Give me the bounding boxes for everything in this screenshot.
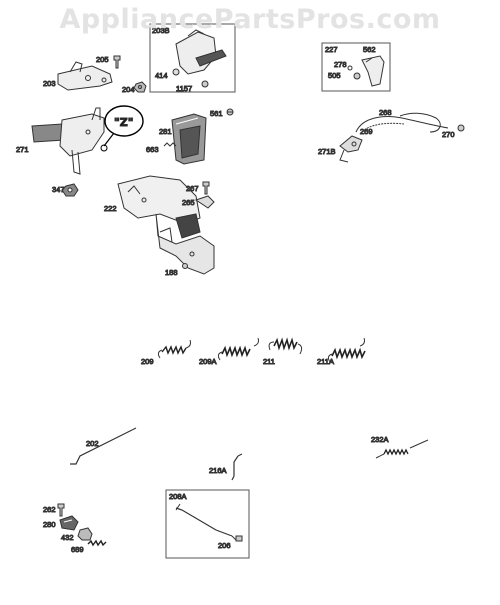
label-280: 280 [43, 520, 56, 529]
label-203: 203 [43, 79, 56, 88]
label-281: 281 [159, 127, 172, 136]
part-216A-link[interactable] [231, 453, 243, 481]
label-204: 204 [122, 85, 135, 94]
part-206-screw[interactable] [235, 535, 243, 542]
label-268: 268 [379, 108, 392, 117]
part-204-nut[interactable] [133, 81, 147, 93]
z-callout [100, 105, 144, 152]
part-281-bracket[interactable] [171, 113, 207, 165]
part-203-bracket[interactable] [57, 61, 113, 91]
part-211A-spring[interactable] [327, 337, 366, 363]
label-209: 209 [141, 357, 154, 366]
part-209-spring[interactable] [157, 339, 191, 359]
label-188: 188 [165, 268, 178, 277]
label-265: 265 [182, 198, 195, 207]
part-268-cable[interactable] [355, 112, 449, 135]
part-561-screw[interactable] [226, 108, 234, 116]
label-232A: 232A [371, 435, 389, 444]
part-188-screw[interactable] [182, 263, 188, 269]
label-222: 222 [104, 204, 117, 213]
part-280-clip[interactable] [59, 515, 79, 531]
z-label: "Z" [114, 116, 133, 129]
label-269: 269 [360, 127, 373, 136]
label-271: 271 [16, 145, 29, 154]
label-267: 267 [186, 184, 199, 193]
watermark: AppliancePartsPros.com [59, 4, 441, 35]
part-202-rod[interactable] [70, 427, 137, 465]
label-1157: 1157 [176, 84, 192, 93]
part-209A-spring[interactable] [217, 337, 259, 361]
part-262-screw[interactable] [57, 503, 65, 517]
label-663: 663 [146, 145, 159, 154]
part-347-nut[interactable] [61, 183, 79, 197]
label-208A: 208A [169, 492, 187, 501]
label-505: 505 [328, 71, 341, 80]
label-211: 211 [263, 357, 275, 366]
label-347: 347 [52, 185, 65, 194]
part-689-spring[interactable] [87, 539, 107, 547]
label-561: 561 [210, 109, 223, 118]
label-227: 227 [325, 45, 338, 54]
part-432-bushing[interactable] [77, 527, 93, 541]
label-209A: 209A [199, 357, 217, 366]
label-271B: 271B [318, 147, 336, 156]
box-227 [321, 42, 391, 92]
label-205: 205 [96, 55, 109, 64]
label-689: 689 [71, 545, 84, 554]
label-414: 414 [155, 71, 168, 80]
part-663-spring[interactable] [163, 142, 177, 147]
part-271-control-lever[interactable] [31, 107, 105, 175]
part-222-main-bracket[interactable] [117, 175, 215, 275]
part-211-spring[interactable] [268, 337, 303, 355]
part-270-clip[interactable] [457, 124, 465, 132]
label-278: 278 [334, 60, 347, 69]
part-267-screw[interactable] [202, 181, 210, 195]
label-202: 202 [86, 439, 99, 448]
label-203B: 203B [152, 26, 170, 35]
label-270: 270 [442, 130, 455, 139]
box-203B [149, 23, 236, 93]
part-205-screw[interactable] [113, 55, 121, 69]
part-232A-spring[interactable] [375, 439, 429, 459]
box-208A [165, 489, 250, 559]
label-562: 562 [363, 45, 376, 54]
label-262: 262 [43, 505, 56, 514]
label-211A: 211A [317, 357, 334, 366]
label-432: 432 [61, 533, 74, 542]
part-271B-lever[interactable] [339, 135, 363, 163]
part-265-clip[interactable] [194, 195, 215, 209]
label-206: 206 [218, 541, 231, 550]
label-216A: 216A [209, 466, 227, 475]
